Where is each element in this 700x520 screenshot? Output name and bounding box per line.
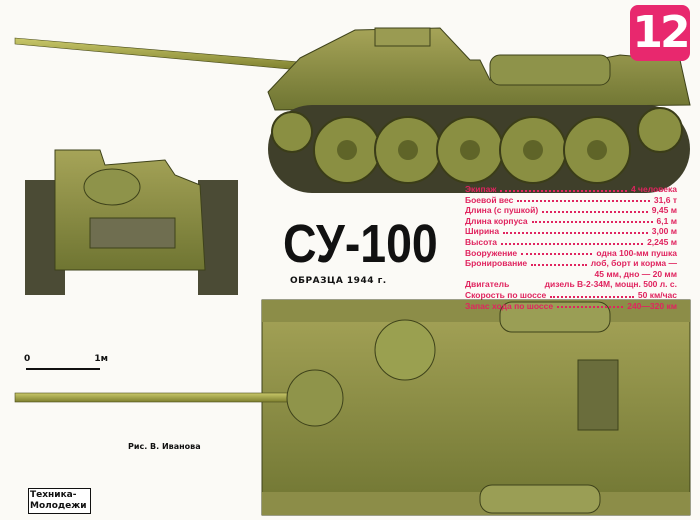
spec-row: Скорость по шоссе 50 км/час [465,290,677,301]
logo-line: Молодежи [30,501,87,511]
spec-label: Ширина [465,226,500,237]
page-title: СУ-100 [283,214,438,274]
spec-label: Длина (с пушкой) [465,205,539,216]
page-subtitle: ОБРАЗЦА 1944 г. [290,276,387,286]
issue-number-badge: 12 [630,5,691,61]
spec-row: Двигатель дизель В-2-34М, мощн. 500 л. с… [465,279,677,290]
spec-label: Экипаж [465,184,497,194]
spec-row: Длина (с пушкой) 9,45 м [465,205,677,216]
spec-label: Высота [465,236,497,247]
spec-row: Длина корпуса 6,1 м [465,216,677,227]
specifications-list: Экипаж 4 человека Боевой вес 31,6 т Длина … [465,184,677,311]
spec-label: Скорость по шоссе [465,289,547,300]
spec-value: 3,00 м [651,226,677,237]
side-view [14,27,691,193]
spec-value: 50 км/час [637,289,677,300]
spec-row: 45 мм, дно — 20 мм [465,269,677,280]
top-view [14,299,691,516]
spec-row: Высота 2,245 м [465,237,677,248]
spec-row: Ширина 3,00 м [465,226,677,237]
spec-label: Запас хода по шоссе [465,300,554,311]
spec-label: Боевой вес [465,194,514,205]
logo-line: Техника- [30,490,77,500]
spec-label: Двигатель [465,279,510,290]
spec-value: 45 мм, дно — 20 мм [594,268,677,279]
spec-value: лоб, борт и корма — [590,258,677,269]
front-view [25,149,238,295]
spec-value: 6,1 м [656,215,677,226]
spec-label: Бронирование [465,258,528,269]
spec-value: одна 100-мм пушка [596,247,677,258]
scale-end: 1м [94,354,108,364]
spec-row: Боевой вес 31,6 т [465,195,677,206]
scale-start: 0 [24,354,31,364]
spec-row: Экипаж 4 человека [465,184,677,195]
spec-row: Вооружение одна 100-мм пушка [465,248,677,259]
spec-label: Вооружение [465,247,518,258]
spec-value: 240—320 км [627,300,677,311]
spec-row: Бронирование лоб, борт и корма — [465,258,677,269]
spec-label: Длина корпуса [465,215,528,226]
spec-value: 4 человека [630,184,677,194]
spec-value: 31,6 т [653,194,677,205]
illustration-credit: Рис. В. Иванова [128,442,201,451]
spec-row: Запас хода по шоссе 240—320 км [465,301,677,312]
spec-value: дизель В-2-34М, мощн. 500 л. с. [544,279,677,290]
magazine-logo: Техника- Молодежи [28,488,91,514]
scale-line [26,367,100,370]
spec-value: 9,45 м [651,205,677,216]
spec-value: 2,245 м [647,236,677,247]
